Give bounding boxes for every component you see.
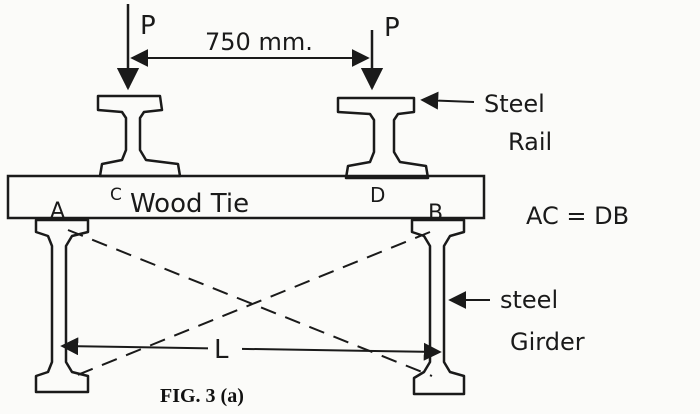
spacing-label: 750 mm. — [205, 28, 313, 56]
rail-label-line1: Steel — [484, 90, 545, 118]
span-label: L — [214, 335, 229, 365]
point-label-b: B — [428, 201, 443, 226]
rail-label-line2: Rail — [508, 128, 552, 156]
cross-brace-2 — [69, 231, 431, 379]
steel-girder-left — [34, 218, 90, 394]
span-label-bg — [208, 334, 242, 364]
relation-text: AC = DB — [526, 202, 629, 230]
cross-brace-1 — [67, 229, 433, 377]
load-label-right: P — [384, 13, 400, 43]
steel-rail-right — [336, 96, 430, 180]
point-label-a: A — [50, 199, 65, 224]
load-label-left: P — [140, 11, 156, 41]
girder-label-line2: Girder — [510, 328, 585, 356]
wood-tie-label: Wood Tie — [130, 189, 249, 219]
point-label-d: D — [370, 183, 385, 207]
steel-rail-left — [96, 94, 182, 178]
rail-leader-arrow — [420, 91, 475, 110]
wood-tie — [6, 174, 486, 220]
steel-girder-right — [410, 218, 466, 396]
point-label-c: C — [110, 185, 122, 205]
figure-caption: FIG. 3 (a) — [160, 385, 244, 407]
span-dimension-line — [60, 337, 442, 361]
girder-label-line1: steel — [500, 286, 558, 314]
